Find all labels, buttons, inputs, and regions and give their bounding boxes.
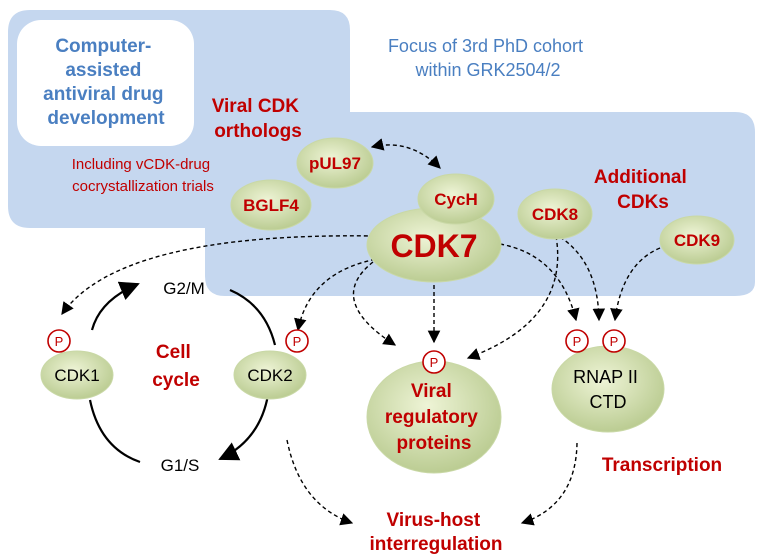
- svg-text:Viral CDK orthologs: Viral CDK orthologs: [212, 96, 305, 142]
- focus-line2: within GRK2504/2: [414, 60, 560, 80]
- cdk9-node: [659, 215, 735, 265]
- svg-text:RNAP II CTD: RNAP II CTD: [573, 367, 643, 412]
- svg-text:Including vCDK-drug cocrys: Including vCDK-drug cocrystallization tr…: [72, 156, 215, 195]
- transcription-label: Transcription: [602, 455, 722, 476]
- computer-box: [17, 20, 194, 146]
- svg-text:Viral regulatory prote: Viral regulatory proteins: [385, 381, 483, 454]
- cdk8-label: CDK8: [532, 205, 578, 224]
- g1s-label: G1/S: [161, 456, 200, 475]
- including-line2: cocrystallization trials: [72, 178, 214, 195]
- cych-node: [417, 173, 495, 225]
- phospho-cdk1: [47, 329, 71, 353]
- cdk2-node: [233, 350, 307, 400]
- cdk1-label: CDK1: [54, 366, 99, 385]
- bglf4-label: BGLF4: [243, 196, 299, 215]
- cell-cycle-line1: Cell: [156, 342, 191, 363]
- phospho-viral-proteins: [422, 350, 446, 374]
- cych-label: CycH: [434, 190, 477, 209]
- phospho-rnap-1: [565, 329, 589, 353]
- pul97-label: pUL97: [309, 154, 361, 173]
- computer-box-line1: Computer-: [55, 36, 151, 57]
- svg-text:Virus-host interregulation: Virus-host interregulation: [369, 510, 502, 555]
- rnap-node: [551, 345, 665, 433]
- bglf4-node: [230, 179, 312, 231]
- computer-box-line4: development: [47, 108, 165, 129]
- focus-line1: Focus of 3rd PhD cohort: [388, 36, 583, 56]
- phospho-rnap-2-label: P: [610, 334, 619, 349]
- including-line1: Including vCDK-drug: [72, 156, 210, 173]
- dashed-arrows: [61, 138, 661, 526]
- g2m-label: G2/M: [163, 279, 205, 298]
- phospho-rnap-1-label: P: [573, 334, 582, 349]
- svg-text:Computer- assisted ant: Computer- assisted antiviral drug develo…: [43, 36, 169, 129]
- viral-proteins-line1: Viral: [411, 381, 452, 402]
- viral-orthologs-line1: Viral CDK: [212, 96, 300, 117]
- cdk2-label: CDK2: [247, 366, 292, 385]
- cdk7-label: CDK7: [390, 228, 477, 264]
- svg-text:Cell cycle: Cell cycle: [152, 342, 200, 391]
- svg-text:Focus of 3rd PhD cohort wi: Focus of 3rd PhD cohort within GRK2504/2: [388, 36, 588, 80]
- svg-text:Additional CDKs: Additional CDKs: [594, 167, 692, 213]
- phospho-markers: P P P P P: [47, 329, 626, 374]
- phospho-viral-label: P: [430, 355, 439, 370]
- rnap-line1: RNAP II: [573, 367, 638, 387]
- additional-cdks-line1: Additional: [594, 167, 687, 188]
- virus-host-line2: interregulation: [369, 534, 502, 555]
- cell-cycle-line2: cycle: [152, 370, 200, 391]
- cdk1-node: [40, 350, 114, 400]
- viral-proteins-line2: regulatory: [385, 407, 478, 428]
- cdk9-label: CDK9: [674, 231, 720, 250]
- cell-cycle-arcs: [88, 281, 277, 464]
- phospho-cdk1-label: P: [55, 334, 64, 349]
- rnap-line2: CTD: [590, 392, 627, 412]
- pul97-node: [296, 137, 374, 189]
- phospho-cdk2: [285, 329, 309, 353]
- computer-box-line3: antiviral drug: [43, 84, 163, 105]
- phospho-rnap-2: [602, 329, 626, 353]
- viral-orthologs-line2: orthologs: [214, 121, 302, 142]
- cdk8-node: [517, 188, 593, 240]
- viral-proteins-line3: proteins: [397, 433, 472, 454]
- virus-host-line1: Virus-host: [387, 510, 481, 531]
- additional-cdks-line2: CDKs: [617, 192, 669, 213]
- computer-box-line2: assisted: [65, 60, 141, 81]
- phospho-cdk2-label: P: [293, 334, 302, 349]
